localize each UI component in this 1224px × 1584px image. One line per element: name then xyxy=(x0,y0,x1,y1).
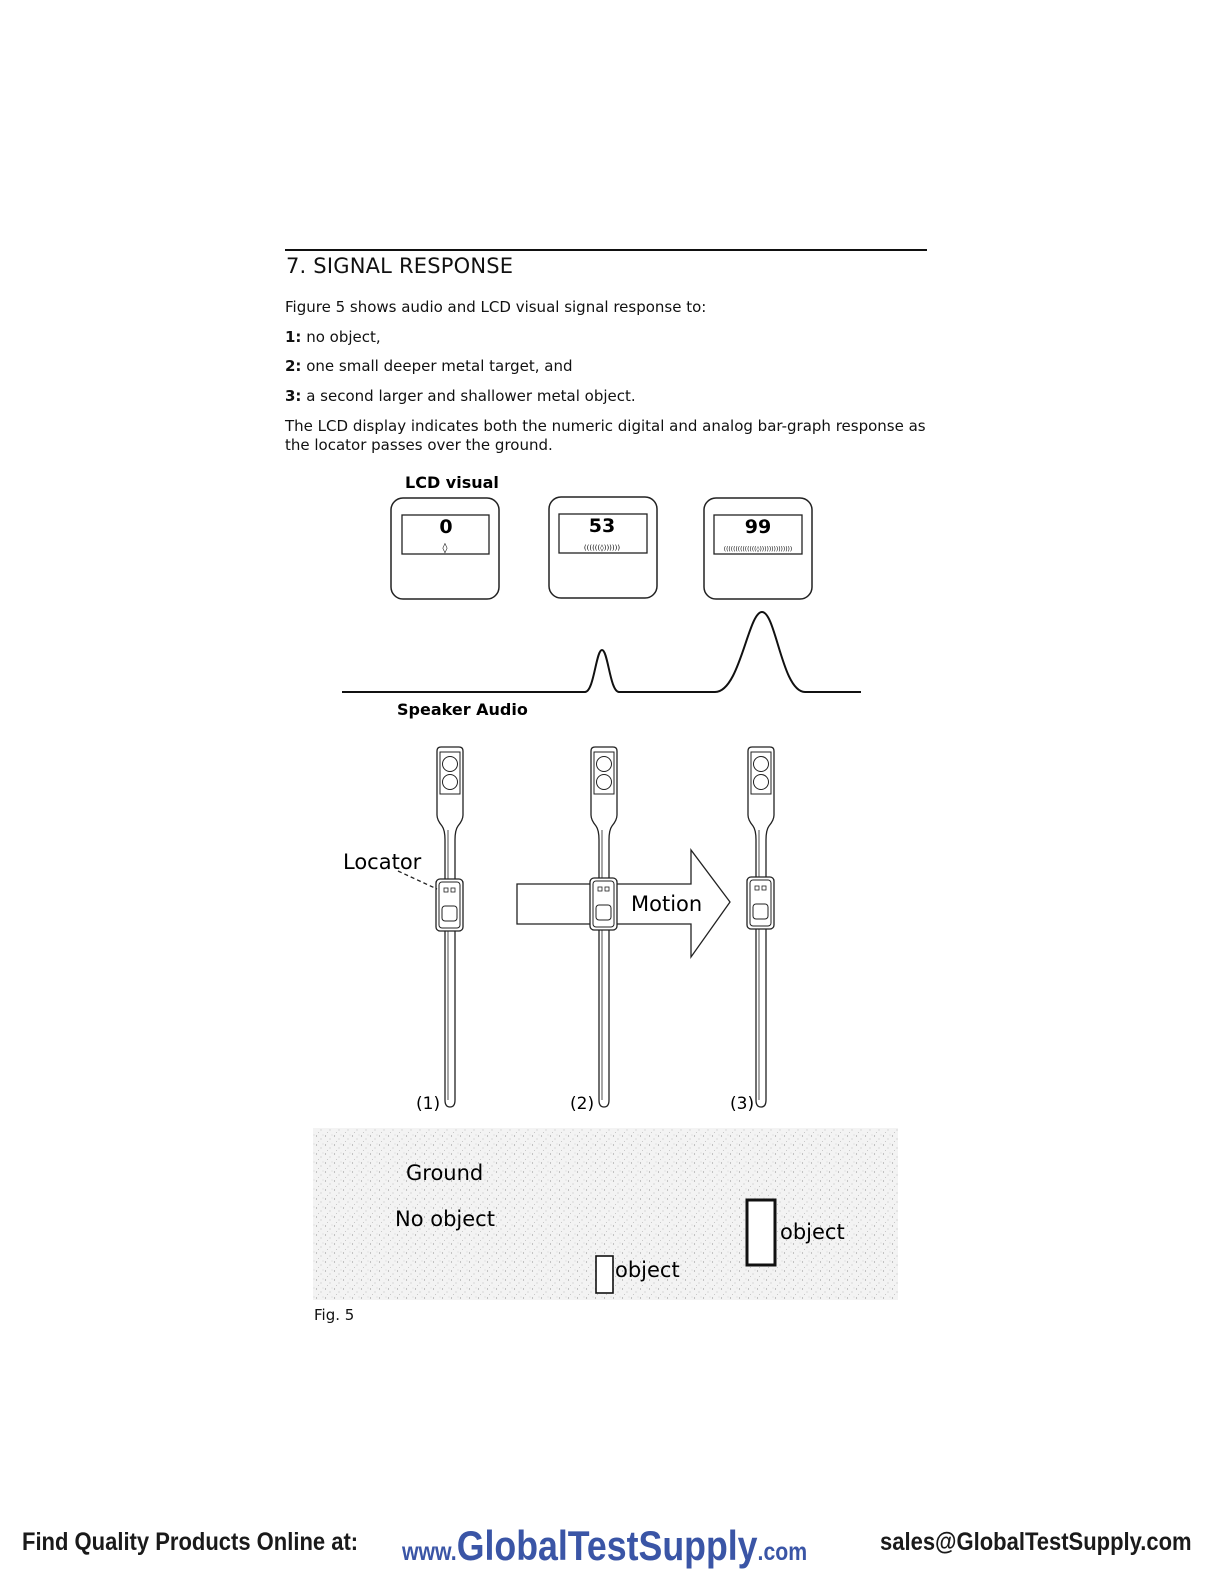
lcd-reading-2: 53 xyxy=(589,515,615,537)
small-object-label: object xyxy=(615,1258,680,1282)
large-object-label: object xyxy=(780,1220,845,1244)
footer-url-tld: .com xyxy=(757,1538,808,1566)
locator-label: Locator xyxy=(343,850,422,874)
position-label-2: (2) xyxy=(570,1094,594,1114)
motion-arrow xyxy=(516,848,731,960)
position-label-3: (3) xyxy=(730,1094,754,1114)
list-item: 2: one small deeper metal target, and xyxy=(285,357,573,376)
footer-tagline: Find Quality Products Online at: xyxy=(22,1528,359,1556)
small-object xyxy=(595,1255,614,1294)
lcd-reading-3: 99 xyxy=(745,516,771,538)
locator-1 xyxy=(435,746,464,1108)
footer-email-link[interactable]: sales@GlobalTestSupply.com xyxy=(880,1528,1192,1556)
list-item-text: a second larger and shallower metal obje… xyxy=(306,387,636,405)
ground-label: Ground xyxy=(406,1161,483,1185)
lcd-bar-1: ◊ xyxy=(443,542,448,554)
intro-text: Figure 5 shows audio and LCD visual sign… xyxy=(285,298,707,316)
description-line-2: the locator passes over the ground. xyxy=(285,436,553,454)
speaker-audio-label: Speaker Audio xyxy=(397,700,528,719)
audio-waveform xyxy=(342,610,861,693)
list-item: 1: no object, xyxy=(285,328,381,347)
lcd-display-2: 53 ((((((◊)))))) xyxy=(548,496,658,599)
footer-website-link[interactable]: www.GlobalTestSupply.com xyxy=(402,1522,808,1569)
footer-url-domain: GlobalTestSupply xyxy=(456,1522,758,1569)
section-rule xyxy=(285,249,927,251)
large-object xyxy=(745,1198,777,1267)
lcd-bar-2: ((((((◊)))))) xyxy=(584,544,620,552)
lcd-display-1: 0 ◊ xyxy=(390,497,500,600)
list-item: 3: a second larger and shallower metal o… xyxy=(285,387,636,406)
lcd-display-3: 99 ((((((((((((((◊)))))))))))))) xyxy=(703,497,813,600)
footer-url-prefix: www. xyxy=(402,1538,457,1566)
lcd-reading-1: 0 xyxy=(439,516,452,538)
section-title: 7. SIGNAL RESPONSE xyxy=(286,254,514,278)
lcd-bar-3: ((((((((((((((◊)))))))))))))) xyxy=(724,546,793,553)
locator-3 xyxy=(746,746,775,1108)
description-line-1: The LCD display indicates both the numer… xyxy=(285,417,926,435)
motion-label: Motion xyxy=(631,892,702,916)
position-label-1: (1) xyxy=(416,1094,440,1114)
list-item-number: 2: xyxy=(285,357,302,375)
lcd-visual-label: LCD visual xyxy=(405,473,499,492)
locator-callout-line xyxy=(397,870,438,890)
list-item-text: one small deeper metal target, and xyxy=(306,357,573,375)
no-object-label: No object xyxy=(395,1207,495,1231)
list-item-number: 3: xyxy=(285,387,302,405)
list-item-number: 1: xyxy=(285,328,302,346)
figure-caption: Fig. 5 xyxy=(314,1306,355,1324)
locator-2 xyxy=(589,746,618,1108)
list-item-text: no object, xyxy=(306,328,381,346)
